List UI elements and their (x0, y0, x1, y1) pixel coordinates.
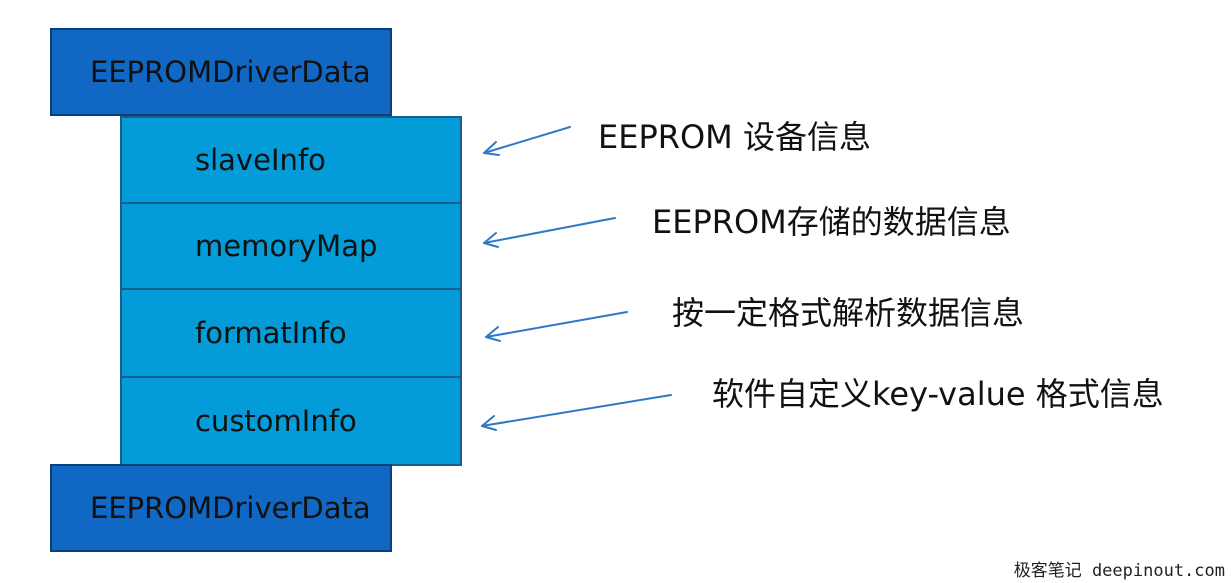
site-watermark: 极客笔记 deepinout.com (1013, 561, 1225, 581)
field-block-memorymap: memoryMap (120, 202, 462, 290)
bottom-struct-block: EEPROMDriverData (50, 464, 392, 552)
arrow-formatinfo (485, 311, 628, 342)
note-formatinfo: 按一定格式解析数据信息 (672, 294, 1025, 332)
bottom-struct-label: EEPROMDriverData (90, 491, 371, 525)
arrow-custominfo (481, 394, 672, 431)
field-label-slaveinfo: slaveInfo (195, 143, 326, 177)
arrow-slaveinfo (483, 126, 571, 156)
field-block-custominfo: customInfo (120, 376, 462, 466)
field-label-formatinfo: formatInfo (195, 316, 347, 350)
field-label-memorymap: memoryMap (195, 229, 378, 263)
field-block-formatinfo: formatInfo (120, 288, 462, 378)
top-struct-label: EEPROMDriverData (90, 55, 371, 89)
arrow-memorymap (483, 217, 616, 248)
note-slaveinfo: EEPROM 设备信息 (598, 118, 871, 156)
field-label-custominfo: customInfo (195, 404, 357, 438)
top-struct-block: EEPROMDriverData (50, 28, 392, 116)
note-memorymap: EEPROM存储的数据信息 (652, 203, 1011, 241)
note-custominfo: 软件自定义key-value 格式信息 (712, 375, 1164, 413)
